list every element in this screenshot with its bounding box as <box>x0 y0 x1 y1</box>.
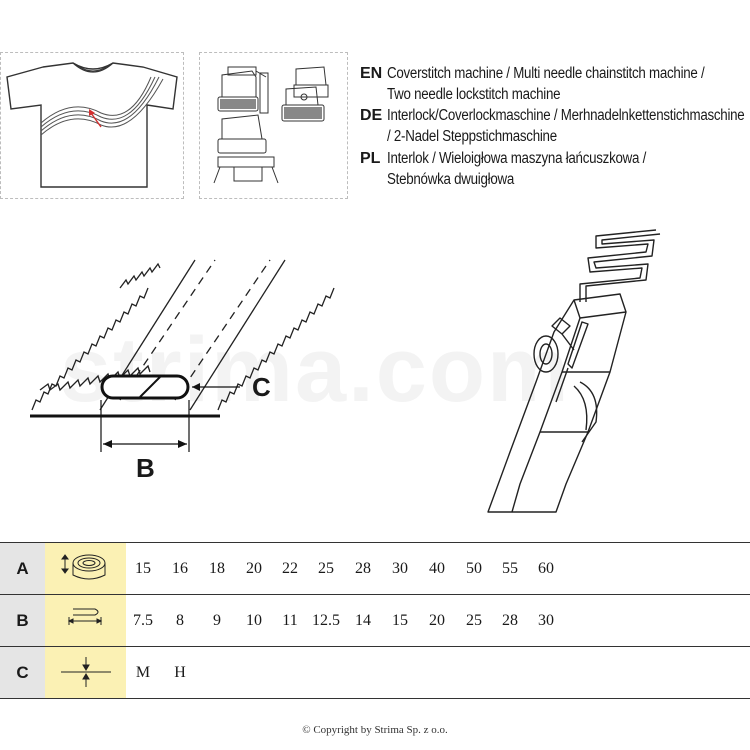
value-cell: 12.5 <box>312 611 340 629</box>
row-divider <box>0 646 750 647</box>
label-c: C <box>252 372 271 402</box>
value-cell: 30 <box>538 611 554 629</box>
value-cell: 10 <box>246 611 262 629</box>
value-cell: 25 <box>318 559 334 577</box>
lang-line: Two needle lockstitch machine <box>387 86 561 103</box>
value-cell: 50 <box>466 559 482 577</box>
value-cell: 55 <box>502 559 518 577</box>
table-row: B 7.5 8 9 10 11 12.5 14 15 20 25 28 30 <box>0 595 750 646</box>
table-row: C M H <box>0 647 750 698</box>
tshirt-thumbnail <box>0 52 184 199</box>
copyright: © Copyright by Strima Sp. z o.o. <box>302 724 448 736</box>
value-cell: 9 <box>213 611 221 629</box>
row-label: B <box>0 595 45 646</box>
value-cell: 40 <box>429 559 445 577</box>
value-cell: 18 <box>209 559 225 577</box>
value-cell: 15 <box>135 559 151 577</box>
lang-code: DE <box>360 107 383 124</box>
value-cell: 28 <box>355 559 371 577</box>
lang-code: PL <box>360 150 381 167</box>
value-cell: 20 <box>246 559 262 577</box>
machines-thumbnail <box>199 52 348 199</box>
folded-width-icon <box>45 595 126 646</box>
value-cell: M <box>135 663 151 681</box>
value-cell: 16 <box>172 559 188 577</box>
row-divider <box>0 594 750 595</box>
row-divider <box>0 542 750 543</box>
row-label: C <box>0 647 45 698</box>
label-b: B <box>136 453 155 483</box>
sewing-machines-icon <box>213 66 329 184</box>
value-cell: 14 <box>355 611 371 629</box>
tape-roll-width-icon <box>45 543 126 594</box>
tape-diagram <box>30 259 335 452</box>
value-cell: 8 <box>176 611 184 629</box>
row-divider <box>0 698 750 699</box>
tshirt-icon <box>6 62 178 188</box>
value-cell: 20 <box>429 611 445 629</box>
material-thickness-icon <box>45 647 126 698</box>
lang-line: / 2-Nadel Steppstichmaschine <box>387 128 557 145</box>
lang-line: Coverstitch machine / Multi needle chain… <box>387 65 705 82</box>
value-cell: 60 <box>538 559 554 577</box>
value-cell: 15 <box>392 611 408 629</box>
folder-attachment-drawing <box>487 229 661 513</box>
value-cell: 11 <box>282 611 298 629</box>
value-cell: 7.5 <box>133 611 153 629</box>
value-cell: 30 <box>392 559 408 577</box>
row-label: A <box>0 543 45 594</box>
value-cell: H <box>174 663 186 681</box>
lang-code: EN <box>360 65 383 82</box>
lang-line: Stebnówka dwuigłowa <box>387 171 515 188</box>
value-cell: 28 <box>502 611 518 629</box>
lang-line: Interlok / Wieloigłowa maszyna łańcuszko… <box>387 150 647 167</box>
value-cell: 22 <box>282 559 298 577</box>
lang-line: Interlock/Coverlockmaschine / Merhnadeln… <box>387 107 745 124</box>
table-row: A 15 16 18 20 22 25 28 30 40 50 55 <box>0 543 750 594</box>
value-cell: 25 <box>466 611 482 629</box>
